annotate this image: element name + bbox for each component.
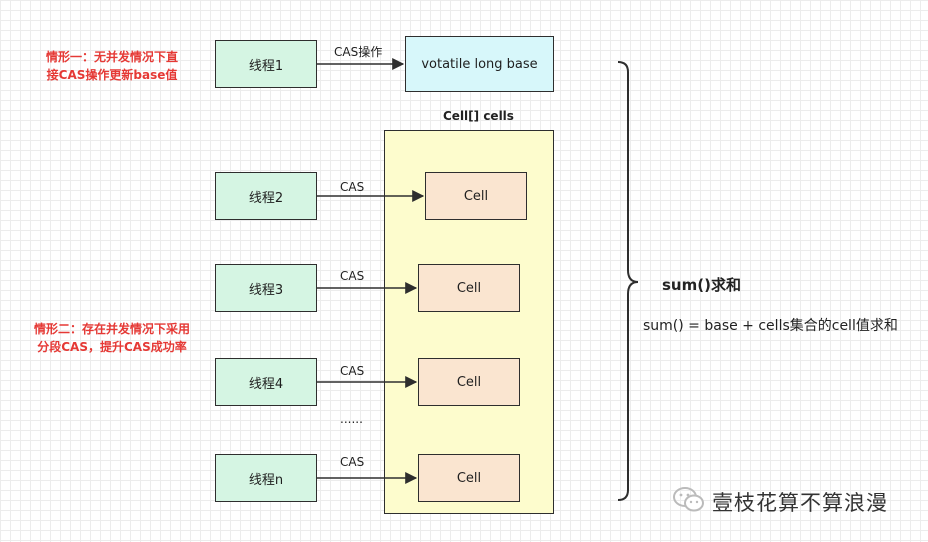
thread-3-box: 线程3	[215, 264, 317, 312]
arrow-label-cas-3: CAS	[340, 269, 365, 283]
arrow-label-cas-4: CAS	[340, 364, 365, 378]
scenario-two-note: 情形二：存在并发情况下采用 分段CAS，提升CAS成功率	[20, 320, 204, 356]
sum-title: sum()求和	[662, 276, 741, 294]
base-box: votatile long base	[405, 36, 554, 92]
arrow-label-cas-op: CAS操作	[334, 45, 383, 59]
watermark-text: 壹枝花算不算浪漫	[712, 491, 888, 515]
cell-box-2: Cell	[418, 264, 520, 312]
scenario-one-line2: 接CAS操作更新base值	[46, 68, 178, 82]
cell-box-4: Cell	[418, 454, 520, 502]
scenario-one-note: 情形一：无并发情况下直 接CAS操作更新base值	[28, 48, 196, 84]
watermark: 壹枝花算不算浪漫	[672, 486, 888, 518]
cell-box-3: Cell	[418, 358, 520, 406]
cell-box-1: Cell	[425, 172, 527, 220]
thread-1-box: 线程1	[215, 40, 317, 88]
thread-2-box: 线程2	[215, 172, 317, 220]
wechat-icon	[672, 486, 706, 518]
scenario-two-line2: 分段CAS，提升CAS成功率	[37, 340, 187, 354]
sum-brace	[617, 61, 639, 501]
arrow-label-cas-2: CAS	[340, 180, 365, 194]
sum-formula: sum() = base + cells集合的cell值求和	[643, 318, 898, 334]
ellipsis-label: ......	[340, 412, 363, 426]
thread-4-box: 线程4	[215, 358, 317, 406]
scenario-one-line1: 情形一：无并发情况下直	[45, 50, 178, 64]
scenario-two-line1: 情形二：存在并发情况下采用	[33, 322, 190, 336]
cells-title: Cell[] cells	[443, 109, 514, 123]
thread-n-box: 线程n	[215, 454, 317, 502]
arrow-label-cas-n: CAS	[340, 455, 365, 469]
